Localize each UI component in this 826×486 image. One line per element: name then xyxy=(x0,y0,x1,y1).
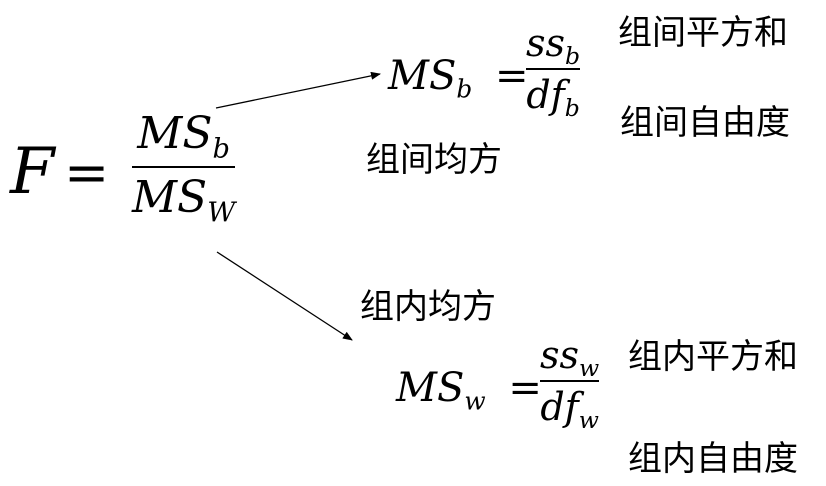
within-fraction-bar xyxy=(540,380,600,382)
main-fraction-numerator: MSb xyxy=(137,108,230,165)
label-between-sum-of-squares: 组间平方和 xyxy=(618,13,788,53)
equals-sign: = xyxy=(64,141,110,204)
main-fraction: MSb MSW xyxy=(132,108,236,229)
between-formula-lhs: MSb = xyxy=(388,53,529,104)
between-fraction: ssb dfb xyxy=(526,21,581,123)
label-between-degrees-of-freedom: 组间自由度 xyxy=(620,103,790,143)
arrow-to-within-formula xyxy=(216,251,353,341)
label-within-mean-square: 组内均方 xyxy=(360,287,496,327)
arrow-to-between-formula xyxy=(215,71,381,109)
label-within-degrees-of-freedom: 组内自由度 xyxy=(628,439,798,479)
between-fraction-denominator: dfb xyxy=(526,73,580,123)
main-formula-lhs: F xyxy=(10,140,54,204)
f-symbol: F xyxy=(10,135,55,209)
within-fraction-denominator: dfw xyxy=(540,385,599,435)
main-fraction-bar xyxy=(132,166,236,168)
main-formula-equals: = xyxy=(64,146,109,200)
within-fraction: ssw dfw xyxy=(540,333,600,435)
main-fraction-denominator: MSW xyxy=(132,172,236,229)
within-fraction-numerator: ssw xyxy=(540,333,600,383)
between-fraction-numerator: ssb xyxy=(526,21,581,71)
label-within-sum-of-squares: 组内平方和 xyxy=(628,337,798,377)
label-between-mean-square: 组间均方 xyxy=(366,140,502,180)
between-equals-sign: = xyxy=(494,53,529,99)
within-equals-sign: = xyxy=(508,365,542,411)
between-fraction-bar xyxy=(526,68,581,70)
within-formula-lhs: MSw = xyxy=(396,365,542,416)
